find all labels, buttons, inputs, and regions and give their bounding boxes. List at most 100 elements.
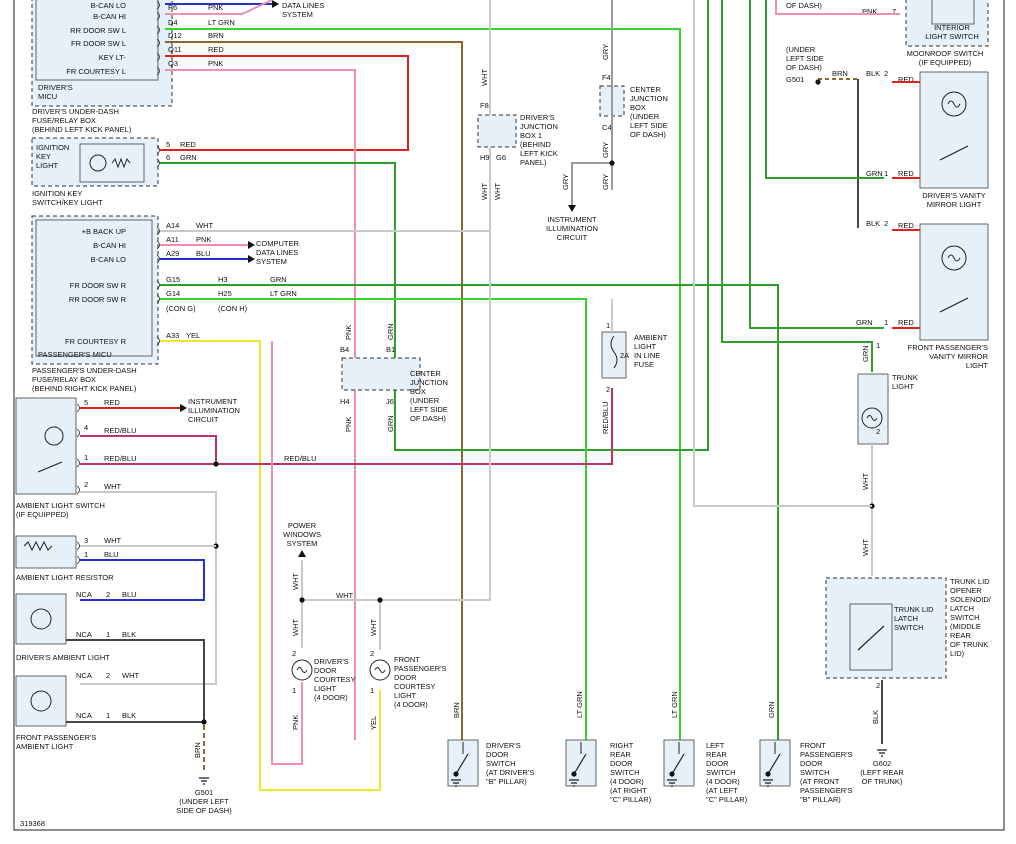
wire-label-blu: BLU <box>104 550 119 559</box>
front-pass-door-courtesy-label: (4 DOOR) <box>394 700 428 709</box>
center-junction-mid-label: BOX <box>410 387 426 396</box>
drivers-vanity-bulb-filament <box>947 100 961 108</box>
drivers-junction-label: LEFT KICK <box>520 149 558 158</box>
connector <box>156 226 160 236</box>
con-h-label: (CON H) <box>218 304 248 313</box>
connector <box>156 294 160 304</box>
fr-door-sw-l-wire <box>165 41 463 740</box>
wire-label-yel: YEL <box>369 716 378 730</box>
moonroof-switch-label: MOONROOF SWITCH <box>907 49 984 58</box>
front-pass-door-switch-contact <box>767 753 781 775</box>
front-pass-vanity-grn-wire <box>749 0 884 329</box>
pin-c4: C4 <box>602 123 612 132</box>
pin-h25: H25 <box>218 289 232 298</box>
splice-wht-b <box>377 597 383 603</box>
inst-illum-left-label: ILLUMINATION <box>188 406 240 415</box>
center-junction-mid-box <box>341 357 421 391</box>
diagram-frame <box>13 0 1005 831</box>
pin-j6: J6 <box>386 397 394 406</box>
ambient-switch-pin: 1 <box>84 453 88 462</box>
wire-label-grn: GRN <box>386 415 395 432</box>
computer-data-label: DATA LINES <box>256 248 298 257</box>
drivers-vanity-bulb <box>941 91 967 117</box>
front-pass-door-courtesy-label: LIGHT <box>394 691 417 700</box>
passenger-micu-pin-label: FR DOOR SW R <box>70 281 127 290</box>
front-pass-door-switch-label: DOOR <box>800 759 823 768</box>
drivers-underdash-label: (BEHIND LEFT KICK PANEL) <box>32 125 132 134</box>
power-windows-arrow <box>298 550 306 557</box>
wire-label-brn: BRN <box>193 742 202 758</box>
ambient-inline-fuse-label: IN LINE <box>634 351 660 360</box>
pin-p6: P6 <box>168 3 177 12</box>
trunk-lid-latch-box <box>849 603 893 671</box>
wire-label-wht: WHT <box>291 573 300 590</box>
wire-label-gry: GRY <box>601 142 610 158</box>
wire-label-blk: BLK <box>866 219 880 228</box>
wire-label-wht: WHT <box>104 536 121 545</box>
drivers-underdash-label: DRIVER'S UNDER-DASH <box>32 107 119 116</box>
fuse-symbol <box>610 335 618 369</box>
drivers-micu-pin-label: B-CAN HI <box>93 12 126 21</box>
ambient-switch-pin: 5 <box>84 398 88 407</box>
wire-label-blk: BLK <box>871 710 880 724</box>
splice-red-blu <box>213 461 219 467</box>
pin-g15: G15 <box>166 275 180 284</box>
bcan-lo-arrow <box>272 0 279 8</box>
pin-b1: B1 <box>386 345 395 354</box>
wire-label-gry: GRY <box>601 44 610 60</box>
trunk-latch-switch <box>857 625 885 651</box>
trunk-latch-label: TRUNK LID <box>894 605 934 614</box>
drivers-micu-label: MICU <box>38 92 57 101</box>
trunk-light-label: LIGHT <box>892 382 915 391</box>
drivers-vanity-label: DRIVER'S VANITY <box>922 191 985 200</box>
center-junction-top-label: LEFT SIDE <box>630 121 668 130</box>
drivers-courtesy-pnk-wire <box>271 341 303 765</box>
inst-illum-arrow <box>180 404 187 412</box>
wire-label-wht: WHT <box>369 619 378 636</box>
front-pass-ambient-bulb <box>30 690 52 712</box>
trunk-light-bulb-filament <box>866 415 878 421</box>
front-pass-ambient-light-box <box>15 675 67 727</box>
front-pass-vanity-label: LIGHT <box>966 361 989 370</box>
wire-label-lt-grn: LT GRN <box>670 691 679 718</box>
connector <box>76 403 80 413</box>
con-g-label: (CON G) <box>166 304 196 313</box>
resistor-symbol <box>23 540 53 552</box>
g501-right-label: (UNDER <box>786 45 816 54</box>
passenger-micu-pin-label: +B BACK UP <box>82 227 126 236</box>
wire-label-red: RED <box>898 169 914 178</box>
front-pass-vanity-bulb-filament <box>947 254 961 262</box>
power-windows-label: WINDOWS <box>283 530 321 539</box>
ignition-grn-wire <box>160 0 709 451</box>
g501-bottom-label: SIDE OF DASH) <box>176 806 232 815</box>
rr-door-sw-l-wire <box>165 28 681 740</box>
pin-2: 2 <box>884 219 888 228</box>
drivers-micu-pin-label: FR DOOR SW L <box>71 39 126 48</box>
connector <box>76 485 80 495</box>
wire-label-wht: WHT <box>291 619 300 636</box>
drivers-vanity-switch <box>939 145 969 161</box>
ambient-light-switch-label: (IF EQUIPPED) <box>16 510 69 519</box>
trunk-lid-opener-label: (MIDDLE <box>950 622 981 631</box>
ignition-key-light-label: IGNITION <box>36 143 69 152</box>
power-windows-label: SYSTEM <box>287 539 318 548</box>
drivers-junction-label: (BEHIND <box>520 140 551 149</box>
pin-a33: A33 <box>166 331 179 340</box>
drivers-vanity-grn-wire <box>765 0 884 179</box>
wire-label-red: RED <box>898 221 914 230</box>
pin-a14: A14 <box>166 221 179 230</box>
trunk-lid-opener-label: OF TRUNK <box>950 640 988 649</box>
drivers-junction-label: JUNCTION <box>520 122 558 131</box>
computer-data-label: SYSTEM <box>256 257 287 266</box>
gry-wire-branch <box>571 162 612 205</box>
interior-light-switch-box <box>931 0 975 25</box>
drivers-junction-label: PANEL) <box>520 158 547 167</box>
front-pass-door-switch-label: PASSENGER'S <box>800 786 853 795</box>
drivers-door-courtesy-label: DRIVER'S <box>314 657 349 666</box>
of-dash-top-label: OF DASH) <box>786 1 822 10</box>
splice-blk <box>201 719 207 725</box>
trunk-wht-feed <box>693 0 872 507</box>
pin-q11: Q11 <box>168 45 182 54</box>
interior-light-switch-label: INTERIOR <box>934 23 970 32</box>
